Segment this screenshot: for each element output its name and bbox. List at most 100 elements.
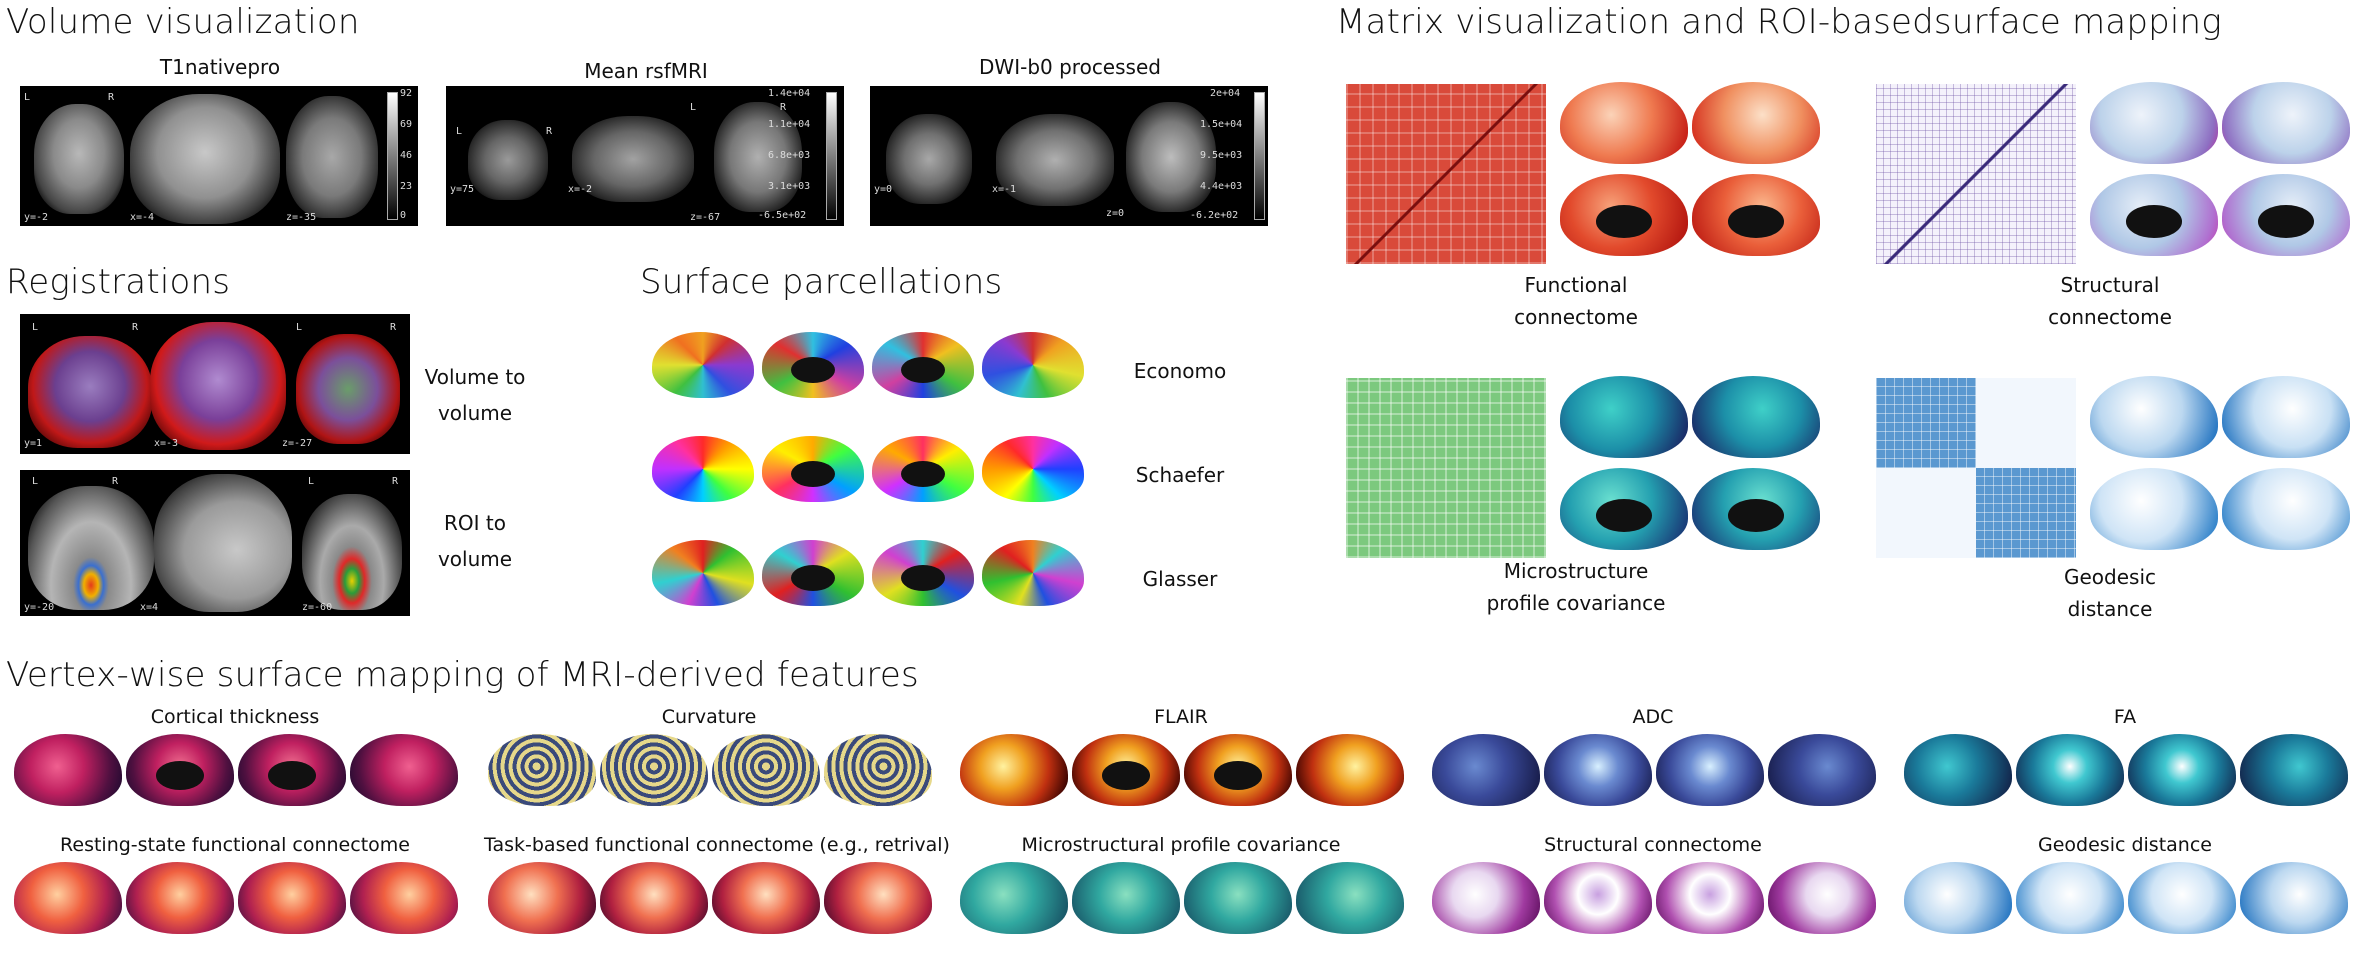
registration-panel-volume: L R L R y=1 x=-3 z=-27 <box>20 314 410 454</box>
coord-label: x=-4 <box>130 212 155 223</box>
brain-surface <box>2090 376 2218 458</box>
brain-surface <box>1544 734 1652 806</box>
brain-surface <box>652 540 754 606</box>
brain-surface <box>2222 82 2350 164</box>
orient-l: L <box>296 322 303 333</box>
brain-surface <box>982 540 1084 606</box>
colorbar-tick: 0 <box>400 210 407 221</box>
brain-surface <box>1560 174 1688 256</box>
orient-r: R <box>546 126 553 137</box>
colorbar <box>826 92 837 220</box>
vertex-section-title: Vertex-wise surface mapping of MRI-deriv… <box>6 655 919 695</box>
coronal-slice <box>886 114 972 204</box>
axial-slice <box>302 494 402 610</box>
brain-surface <box>2240 862 2348 934</box>
coord-label: z=-27 <box>282 438 313 449</box>
matrix-geodesic <box>1876 378 2076 558</box>
brain-surface <box>712 862 820 934</box>
vertex-label-curvature: Curvature <box>661 706 757 728</box>
colorbar-tick: 23 <box>400 181 413 192</box>
registration-label-volume-line2: volume <box>437 401 513 425</box>
brain-surface <box>2016 862 2124 934</box>
brain-surface <box>350 862 458 934</box>
brain-surface <box>762 332 864 398</box>
matrix-label-geodesic-line2: distance <box>2067 597 2153 621</box>
coord-label: y=75 <box>450 184 475 195</box>
brain-surface <box>824 734 932 806</box>
brain-surface <box>2016 734 2124 806</box>
registrations-section-title: Registrations <box>6 262 231 302</box>
parcellation-label-schaefer: Schaefer <box>1135 463 1225 487</box>
brain-surface <box>2128 734 2236 806</box>
coord-label: z=-67 <box>690 212 721 223</box>
colorbar <box>387 92 398 220</box>
orient-l: L <box>32 322 39 333</box>
vertex-label-structural-connectome: Structural connectome <box>1544 834 1762 856</box>
colorbar-tick: 1.4e+04 <box>768 88 811 99</box>
vertex-label-geodesic: Geodesic distance <box>2038 834 2212 856</box>
brain-surface <box>2090 174 2218 256</box>
orient-r: R <box>780 102 787 113</box>
brain-surface <box>488 862 596 934</box>
colorbar-tick: 1.5e+04 <box>1200 119 1243 130</box>
sagittal-slice <box>572 116 694 202</box>
vertex-label-cortical-thickness: Cortical thickness <box>150 706 320 728</box>
registration-label-volume-line1: Volume to <box>424 365 526 389</box>
brain-surface <box>2240 734 2348 806</box>
axial-slice <box>296 334 400 444</box>
brain-surface <box>1432 862 1540 934</box>
parcellation-row-economo <box>652 326 1092 402</box>
coord-label: z=0 <box>1106 208 1125 219</box>
sagittal-slice <box>150 322 286 450</box>
brain-surface <box>1656 862 1764 934</box>
parcellation-label-glasser: Glasser <box>1142 567 1218 591</box>
coord-label: z=-60 <box>302 602 333 613</box>
orient-l: L <box>24 92 31 103</box>
brain-surface <box>2222 468 2350 550</box>
coord-label: x=-2 <box>568 184 593 195</box>
brain-surface <box>824 862 932 934</box>
matrix-functional-brains <box>1556 78 1886 268</box>
sagittal-slice <box>130 94 280 224</box>
brain-surface <box>488 734 596 806</box>
registration-panel-roi: L R L R y=-20 x=4 z=-60 <box>20 470 410 616</box>
brain-surface <box>982 332 1084 398</box>
matrix-functional <box>1346 84 1546 264</box>
colorbar <box>1254 92 1265 220</box>
coord-label: y=0 <box>874 184 893 195</box>
coord-label: y=1 <box>24 438 43 449</box>
registration-label-roi-line2: volume <box>437 547 513 571</box>
matrix-geodesic-brains <box>2086 372 2356 562</box>
matrix-microstructure <box>1346 378 1546 558</box>
brain-surface <box>1692 174 1820 256</box>
colorbar-tick: 3.1e+03 <box>768 181 811 192</box>
coord-label: y=-2 <box>24 212 49 223</box>
brain-surface <box>762 436 864 502</box>
coord-label: x=4 <box>140 602 159 613</box>
brain-surface <box>238 734 346 806</box>
coord-label: z=-35 <box>286 212 317 223</box>
brain-surface <box>1904 734 2012 806</box>
brain-surface <box>762 540 864 606</box>
brain-surface <box>1692 376 1820 458</box>
parcellation-row-glasser <box>652 534 1092 610</box>
orient-r: R <box>132 322 139 333</box>
orient-l: L <box>308 476 315 487</box>
matrix-microstructure-brains <box>1556 372 1886 562</box>
matrix-label-structural-line2: connectome <box>2048 305 2172 329</box>
volume-panel-t1: L R y=-2 x=-4 z=-35 92 69 46 23 0 <box>20 86 418 226</box>
orient-r: R <box>112 476 119 487</box>
colorbar-tick: 6.8e+03 <box>768 150 811 161</box>
orient-r: R <box>392 476 399 487</box>
brain-surface <box>1560 376 1688 458</box>
coronal-slice <box>28 336 152 448</box>
brain-surface <box>2222 174 2350 256</box>
brain-surface <box>652 436 754 502</box>
colorbar-tick: 2e+04 <box>1210 88 1241 99</box>
brain-surface <box>600 734 708 806</box>
brain-surface <box>1560 82 1688 164</box>
sagittal-slice <box>996 114 1114 206</box>
brain-surface <box>1560 468 1688 550</box>
brain-surface <box>872 332 974 398</box>
brain-surface <box>712 734 820 806</box>
